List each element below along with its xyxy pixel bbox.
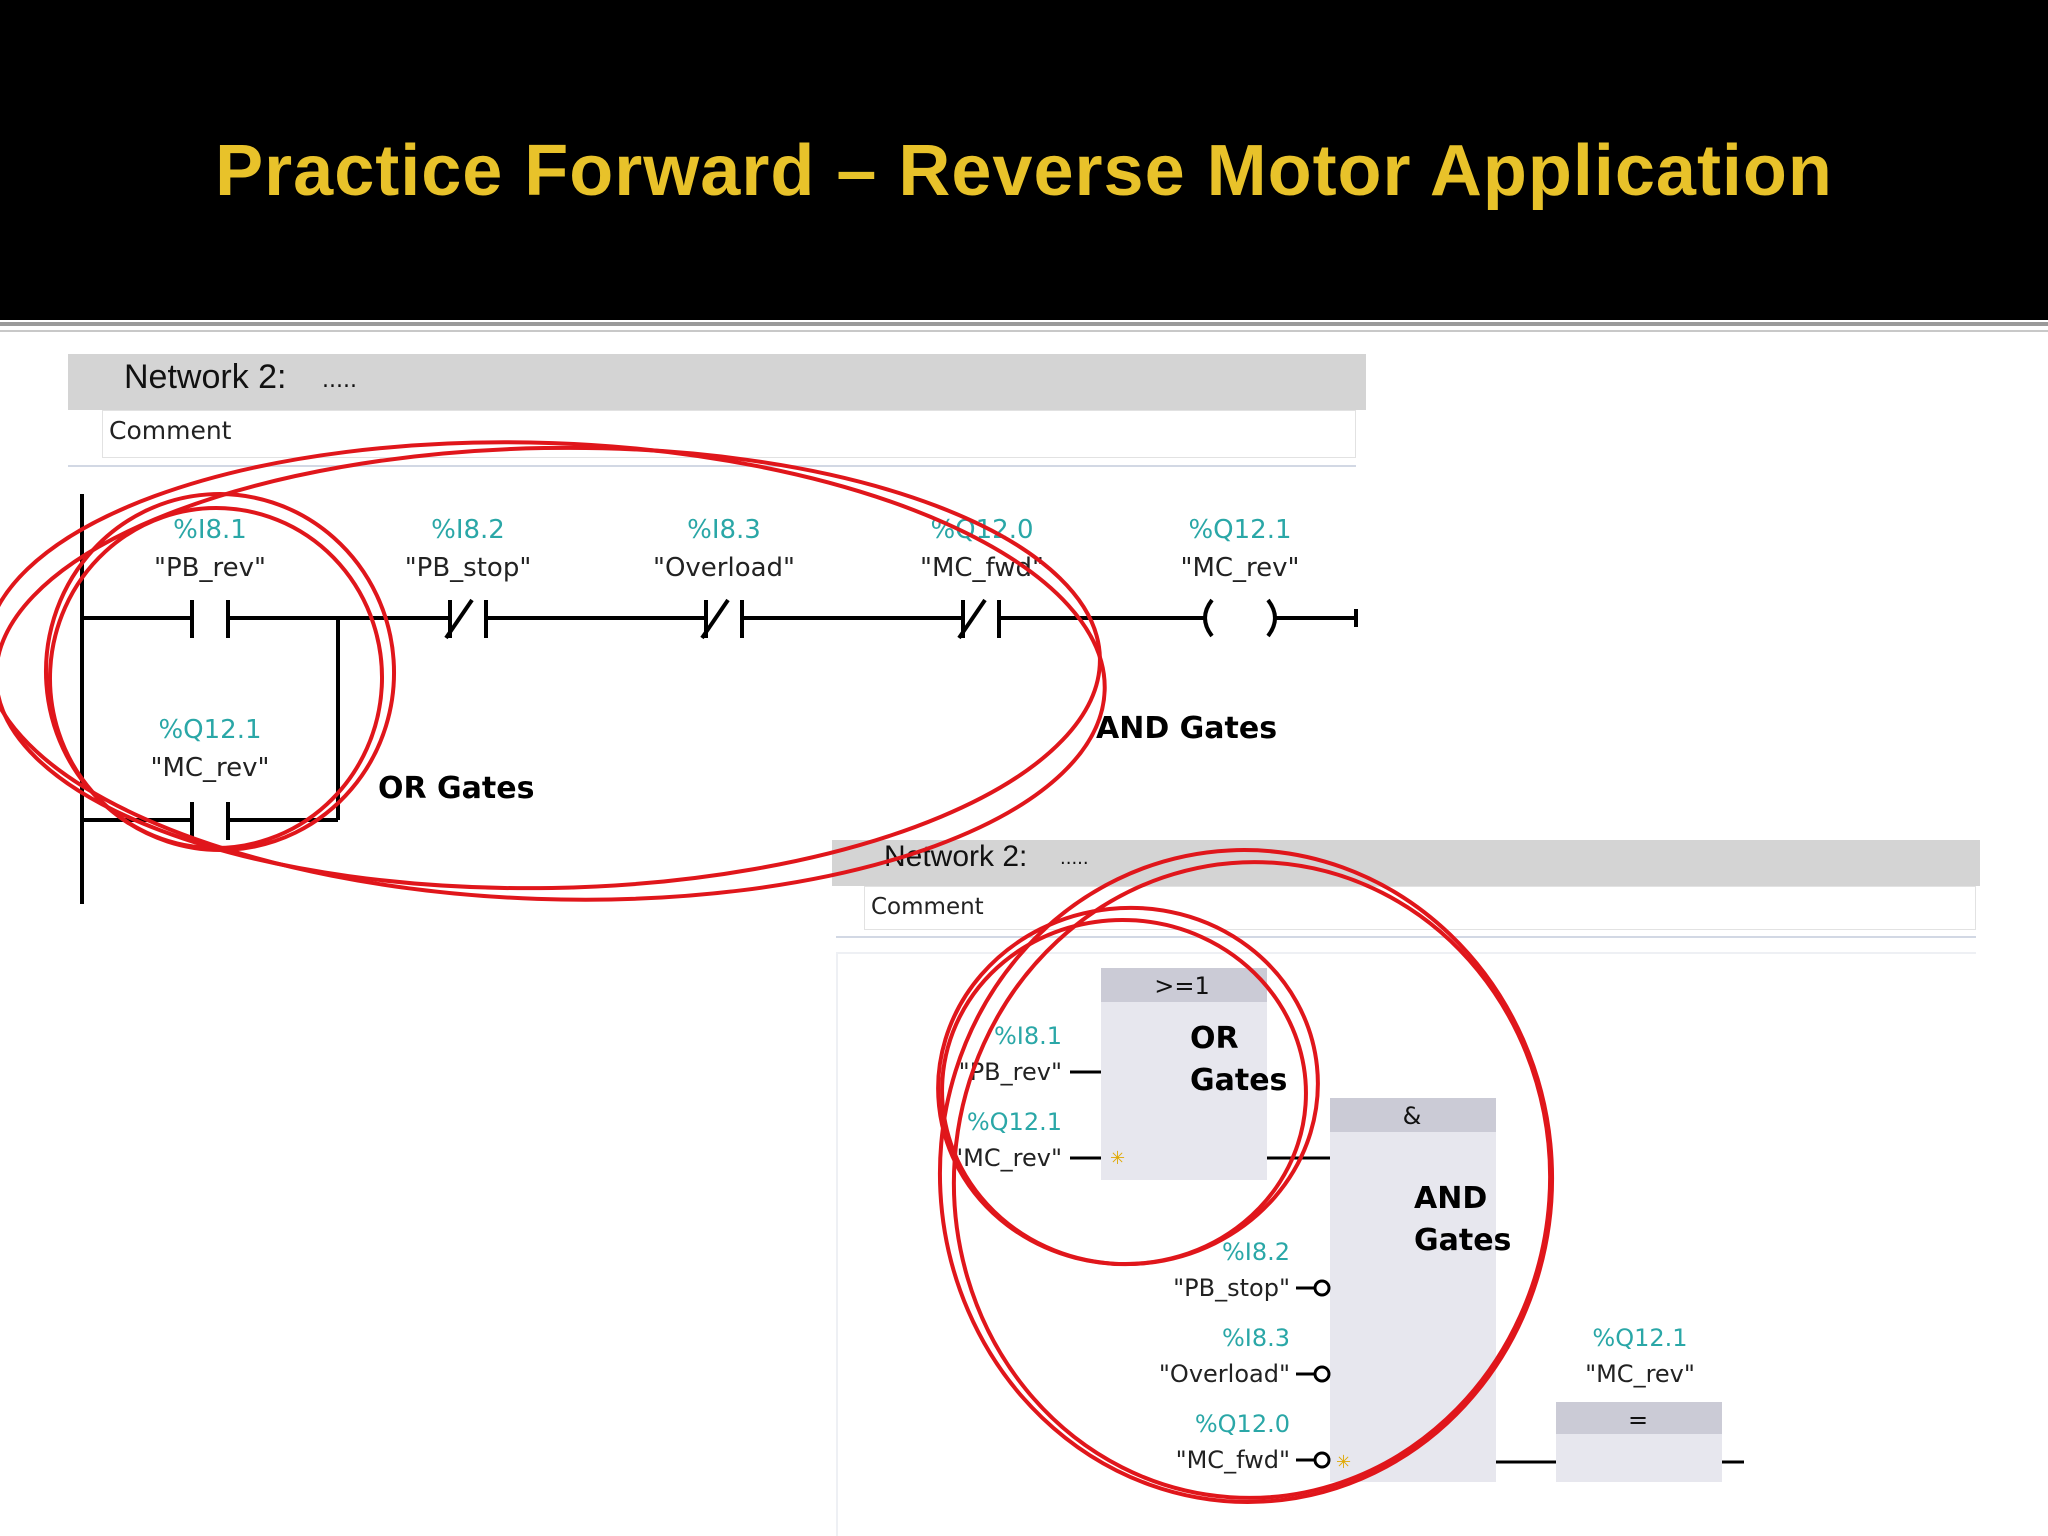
and-input-1-tag: "PB_stop" [1173,1274,1290,1302]
and-input-2-address: %I8.3 [1222,1324,1290,1352]
slide-title: Practice Forward – Reverse Motor Applica… [215,131,1833,211]
ladder-and-ellipse [0,440,1107,902]
contact-3-tag: "Overload" [653,553,795,583]
fbd-or-label-line2: Gates [1190,1063,1287,1098]
output-address: %Q12.1 [1592,1324,1687,1352]
and-input-1-address: %I8.2 [1222,1238,1290,1266]
and-expand-icon[interactable]: ✳ [1336,1452,1351,1473]
fbd-network-dots: ..... [1060,848,1089,869]
fbd-diagram: ✳ ✳ [1070,968,1744,1482]
assign-block-header [1556,1402,1722,1434]
contact-2-address: %I8.2 [431,515,505,545]
title-banner: Practice Forward – Reverse Motor Applica… [0,0,2048,320]
or-block [1101,968,1267,1180]
ladder-network-header[interactable] [68,354,1366,410]
title-divider-thin [0,330,2048,332]
or-input-2-tag: "MC_rev" [952,1144,1062,1172]
fbd-divider [836,936,1976,938]
or-expand-icon[interactable]: ✳ [1110,1148,1125,1169]
or-block-header [1101,968,1267,1002]
fbd-and-label-line2: Gates [1414,1223,1511,1258]
coil-tag: "MC_rev" [1180,553,1299,583]
coil-address: %Q12.1 [1188,515,1291,545]
fbd-area-left-border [836,952,838,1536]
contact-3-address: %I8.3 [687,515,761,545]
output-tag: "MC_rev" [1585,1360,1695,1388]
ladder-comment-field[interactable]: Comment [102,410,1356,458]
or-input-2-address: %Q12.1 [967,1108,1062,1136]
ladder-network-dots: ..... [322,368,357,393]
ladder-or-label: OR Gates [378,771,534,806]
branch-contact-tag: "MC_rev" [150,753,269,783]
ladder-network-title: Network 2: [124,358,287,396]
and-input-3-address: %Q12.0 [1195,1410,1290,1438]
contact-1-address: %I8.1 [173,515,247,545]
fbd-or-label-line1: OR [1190,1021,1239,1056]
contact-1-tag: "PB_rev" [154,553,266,583]
ladder-annotations [0,440,1107,902]
fbd-network-header[interactable] [832,840,1980,886]
and-input-3-tag: "MC_fwd" [1176,1446,1290,1474]
branch-contact-address: %Q12.1 [158,715,261,745]
and-block-header-label: & [1403,1102,1422,1130]
ladder-and-label: AND Gates [1096,711,1277,746]
title-divider [0,322,2048,326]
ladder-divider [68,465,1356,467]
fbd-area-border [836,952,1976,954]
and-block [1330,1098,1496,1482]
and-input-2-tag: "Overload" [1159,1360,1290,1388]
and-block-header [1330,1098,1496,1132]
or-input-1-address: %I8.1 [994,1022,1062,1050]
fbd-and-label-line1: AND [1414,1181,1487,1216]
fbd-annotations [936,848,1555,1504]
contact-2-tag: "PB_stop" [405,553,532,583]
assign-block-header-label: = [1628,1406,1648,1434]
or-block-header-label: >=1 [1154,972,1210,1000]
